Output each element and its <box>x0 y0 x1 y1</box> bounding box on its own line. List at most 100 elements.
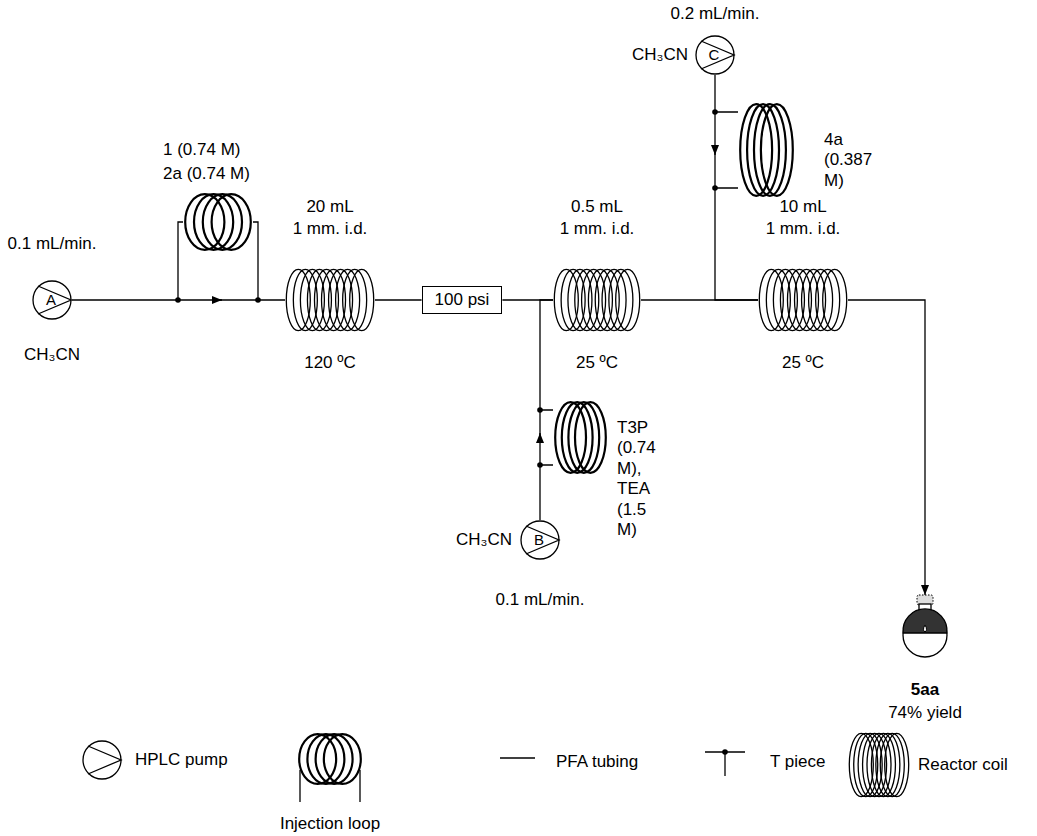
coil-winding <box>809 269 833 330</box>
coil-winding <box>616 269 640 330</box>
injection-loop: 1 (0.74 M)2a (0.74 M) <box>183 192 253 252</box>
round-bottom-flask-shape <box>897 595 953 657</box>
tubing-connector <box>72 222 183 300</box>
loop-winding <box>568 402 599 473</box>
pump-circle <box>521 521 559 559</box>
coil-winding <box>343 269 367 330</box>
coil-winding <box>773 269 797 330</box>
flow-label: CH₃CN <box>456 530 512 550</box>
loop-winding <box>562 402 593 473</box>
coil-winding <box>609 269 633 330</box>
reactor-coil-label: 20 mL <box>306 197 353 217</box>
loop-leg <box>359 770 360 802</box>
back-pressure-box: 100 psi <box>422 286 503 314</box>
reactor-coil: 20 mL1 mm. i.d.120 ºC <box>285 268 375 332</box>
pump-icon <box>88 746 121 774</box>
t-piece-icon <box>724 752 725 776</box>
reactor-coil-label: 0.5 mL <box>571 197 623 217</box>
pump-circle <box>33 281 71 319</box>
legend-label: Reactor coil <box>918 755 1008 775</box>
injection-loop-label: 1 (0.74 M) <box>163 140 240 160</box>
tubing-connector <box>375 299 422 300</box>
injection-loop-shape <box>183 192 253 252</box>
coil-winding <box>307 269 331 330</box>
t-piece-icon <box>722 749 728 755</box>
loop-winding <box>212 194 251 250</box>
legend-label: Injection loop <box>280 814 380 834</box>
loop-winding <box>747 104 779 196</box>
injection-loop-icon <box>324 734 361 784</box>
loop-winding <box>575 402 606 473</box>
loop-winding <box>194 194 233 250</box>
tubing-icon <box>500 757 535 758</box>
coil-winding <box>286 269 310 330</box>
flow-label: CH₃CN <box>632 45 688 65</box>
injection-loop-icon <box>307 734 344 784</box>
injection-loop-icon <box>316 734 353 784</box>
reactor-coil-label: 25 ºC <box>576 353 618 373</box>
coil-winding <box>329 269 353 330</box>
reactor-coil-icon <box>885 733 909 796</box>
reactor-coil-label: 25 ºC <box>782 353 824 373</box>
injection-loop-shape <box>553 400 608 475</box>
legend-label: T piece <box>770 752 825 772</box>
flow-label: 0.2 mL/min. <box>671 4 760 24</box>
pump-chevron <box>701 41 734 69</box>
injection-loop-label: 2a (0.74 M) <box>163 164 250 184</box>
reactor-coil-label: 1 mm. i.d. <box>293 219 368 239</box>
loop-leg <box>299 770 300 802</box>
reactor-coil-label: 1 mm. i.d. <box>560 219 635 239</box>
coil-winding <box>787 269 811 330</box>
bypass-line <box>214 299 258 300</box>
hplc-pump-label: A <box>46 291 56 309</box>
coil-winding <box>314 269 338 330</box>
loop-winding <box>740 104 772 196</box>
coil-winding <box>322 269 346 330</box>
reactor-coil-shape <box>553 268 641 332</box>
coil-winding <box>300 269 324 330</box>
coil-winding <box>336 269 360 330</box>
coil-winding <box>602 269 626 330</box>
reactor-coil-shape <box>758 268 848 332</box>
tubing-connector <box>715 188 758 300</box>
flow-label: 0.1 mL/min. <box>496 590 585 610</box>
injection-loop: T3P (0.74 M), TEA (1.5 M) <box>553 400 608 475</box>
coil-winding <box>780 269 804 330</box>
legend-label: PFA tubing <box>556 752 638 772</box>
coil-winding <box>766 269 790 330</box>
coil-winding <box>795 269 819 330</box>
tubing-connector <box>848 300 925 595</box>
flask-liquid <box>903 609 947 633</box>
loop-winding <box>555 402 586 473</box>
loop-winding <box>754 104 786 196</box>
round-bottom-flask: 5aa74% yield <box>897 595 953 657</box>
reactor-coil-icon <box>880 733 904 796</box>
reactor-coil: 10 mL1 mm. i.d.25 ºC <box>758 268 848 332</box>
hplc-pump-label: B <box>534 531 544 549</box>
loop-winding <box>761 104 793 196</box>
injection-loop-label: 4a (0.387 M) <box>824 130 872 191</box>
pressure-label: 100 psi <box>435 290 490 309</box>
legend-label: HPLC pump <box>135 750 228 770</box>
tubing-connector <box>715 75 738 112</box>
loop-winding <box>203 194 242 250</box>
hplc-pump: B <box>520 520 560 560</box>
legend-coils <box>299 733 909 796</box>
pump-chevron <box>526 526 559 554</box>
hplc-pump: A <box>32 280 72 320</box>
pump-icon <box>83 741 121 779</box>
round-bottom-flask-label: 74% yield <box>888 703 962 723</box>
injection-loop-shape <box>738 102 795 198</box>
coil-winding <box>802 269 826 330</box>
reactor-coil-shape <box>285 268 375 332</box>
tubing-connector <box>253 222 285 300</box>
bypass-line <box>539 410 540 440</box>
injection-loop-label: T3P (0.74 M), TEA (1.5 M) <box>617 418 656 540</box>
coil-winding <box>759 269 783 330</box>
flow-label: CH₃CN <box>24 345 80 365</box>
bypass-line <box>714 148 715 188</box>
round-bottom-flask-label: 5aa <box>911 680 939 700</box>
coil-winding <box>823 269 847 330</box>
